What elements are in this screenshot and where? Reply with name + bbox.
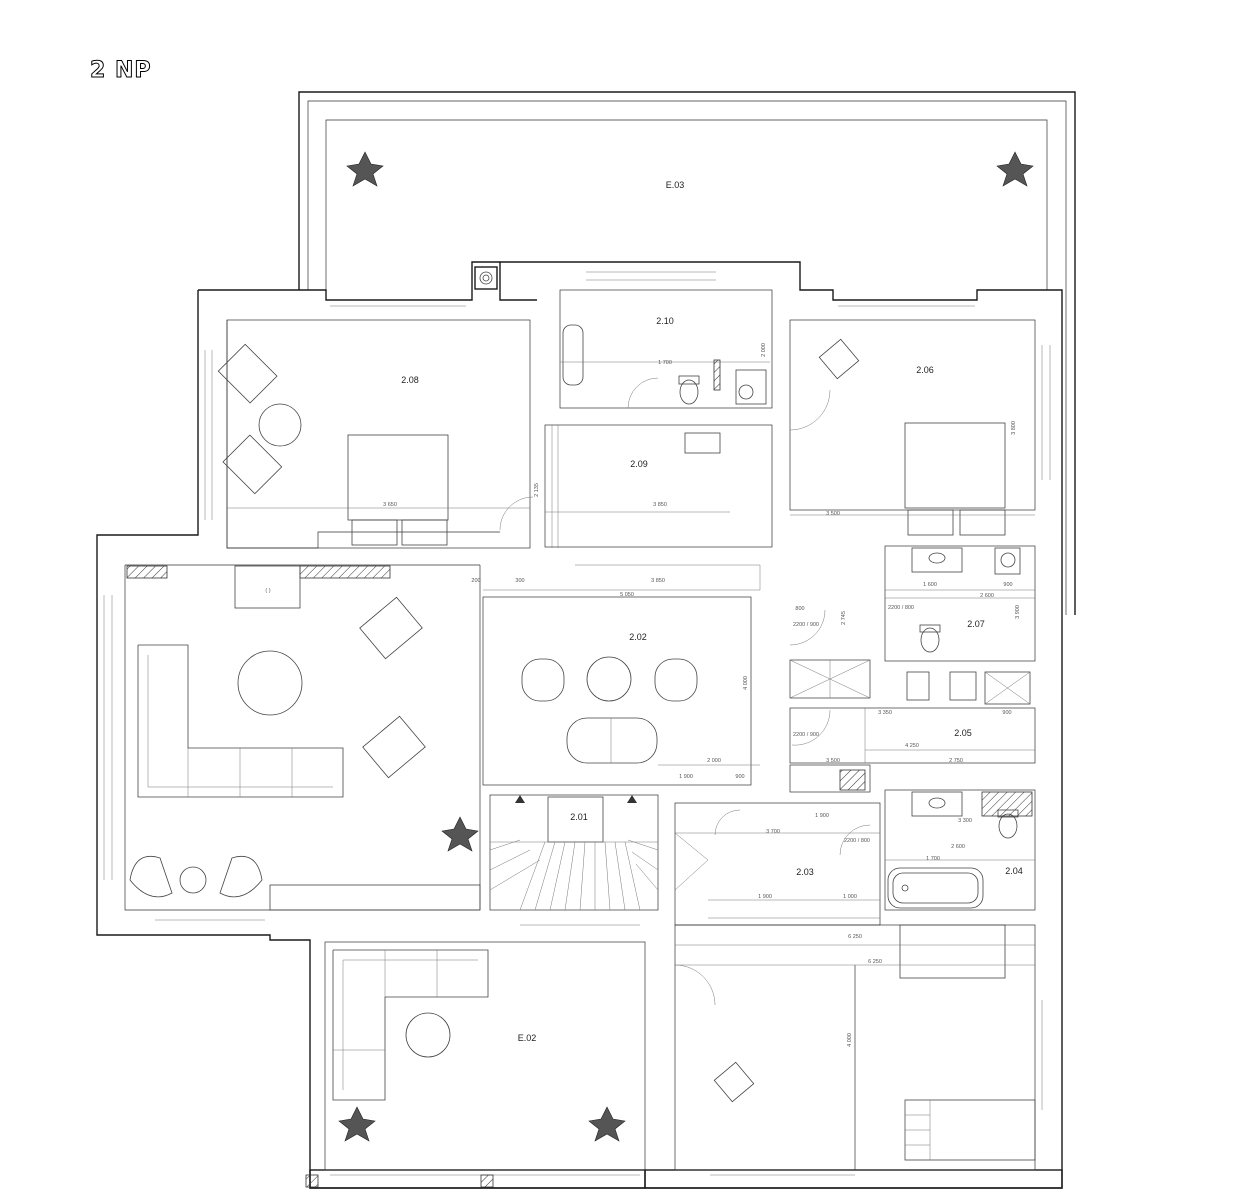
dim-3900: 3 900 <box>1015 605 1021 619</box>
dim-4000-a: 4 000 <box>743 676 749 690</box>
label-2-09: 2.09 <box>630 459 648 469</box>
room-2-01 <box>489 794 659 911</box>
dim-5050: 5 050 <box>620 592 634 598</box>
dim-3650: 3 650 <box>383 502 397 508</box>
dim-1000: 1 000 <box>843 894 857 900</box>
dim-3800: 3 800 <box>1011 421 1017 435</box>
dim-900-a: 900 <box>735 774 744 780</box>
dim-1700-a: 1 700 <box>926 856 940 862</box>
label-e02: E.02 <box>518 1033 537 1043</box>
living-room: ( ) <box>126 565 481 911</box>
room-2-06 <box>789 319 1036 536</box>
sheet-title: 2 NP <box>90 58 152 84</box>
dim-2000-v: 2 000 <box>761 343 767 357</box>
dim-3500-a: 3 500 <box>826 511 840 517</box>
dim-2750: 2 750 <box>949 758 963 764</box>
dim-200: 200 <box>471 578 480 584</box>
dim-3850-b: 3 850 <box>651 578 665 584</box>
dim-3850-a: 3 850 <box>653 502 667 508</box>
plant-e03-left <box>346 151 384 187</box>
room-2-10 <box>559 289 773 409</box>
label-2-02: 2.02 <box>629 632 647 642</box>
dim-1900-c: 1 900 <box>758 894 772 900</box>
dim-4250: 4 250 <box>905 743 919 749</box>
label-2-05: 2.05 <box>954 728 972 738</box>
dim-1900-a: 1 900 <box>679 774 693 780</box>
dim-3350: 3 350 <box>878 710 892 716</box>
room-2-02 <box>482 564 761 786</box>
dim-3500-b: 3 500 <box>826 758 840 764</box>
dim-900-c: 900 <box>1002 710 1011 716</box>
dim-2000: 2 000 <box>707 758 721 764</box>
plant-e03-right <box>996 151 1034 187</box>
dim-300: 300 <box>515 578 524 584</box>
label-2-07: 2.07 <box>967 619 985 629</box>
dim-1900-b: 1 900 <box>815 813 829 819</box>
terrace-e02 <box>305 941 646 1188</box>
dim-2600-a: 2 600 <box>980 593 994 599</box>
building-outline <box>96 261 1063 1189</box>
dim-2745: 2 745 <box>841 611 847 625</box>
dim-4000-b: 4 000 <box>847 1033 853 1047</box>
room-2-07 <box>884 545 1036 705</box>
dim-1600: 1 600 <box>923 582 937 588</box>
room-2-09 <box>499 424 773 548</box>
windows <box>103 271 1051 1176</box>
room-2-05 <box>789 707 1036 793</box>
door-tag-c: 2200 / 900 <box>793 732 819 738</box>
label-2-10: 2.10 <box>656 316 674 326</box>
dim-3700: 3 700 <box>766 829 780 835</box>
dim-6250-a: 6 250 <box>848 934 862 940</box>
plant-living <box>441 816 479 852</box>
label-2-03: 2.03 <box>796 867 814 877</box>
terrace-e03 <box>298 91 1076 615</box>
chimney <box>474 266 498 290</box>
room-2-03 <box>674 802 881 926</box>
dim-3300: 3 300 <box>958 818 972 824</box>
svg-text:( ): ( ) <box>265 588 270 594</box>
dim-800: 800 <box>795 606 804 612</box>
label-2-01: 2.01 <box>570 812 588 822</box>
dim-2135: 2 135 <box>534 483 540 497</box>
plant-e02-right <box>588 1106 626 1142</box>
door-tag-b: 2200 / 800 <box>888 605 914 611</box>
dim-2600-b: 2 600 <box>951 844 965 850</box>
plant-e02-left <box>338 1106 376 1142</box>
door-tag-d: 2200 / 800 <box>844 838 870 844</box>
door-tag-a: 2200 / 900 <box>793 622 819 628</box>
room-2-08 <box>217 319 531 549</box>
dim-900-b: 900 <box>1003 582 1012 588</box>
label-2-06: 2.06 <box>916 365 934 375</box>
label-e03: E.03 <box>666 180 685 190</box>
closet-2-07 <box>789 609 871 699</box>
room-2-04 <box>839 789 1036 911</box>
dim-1700-b: 1 700 <box>658 360 672 366</box>
label-2-08: 2.08 <box>401 375 419 385</box>
dim-6250-b: 6 250 <box>868 959 882 965</box>
room-bedroom-south <box>674 924 1036 1171</box>
label-2-04: 2.04 <box>1005 866 1023 876</box>
